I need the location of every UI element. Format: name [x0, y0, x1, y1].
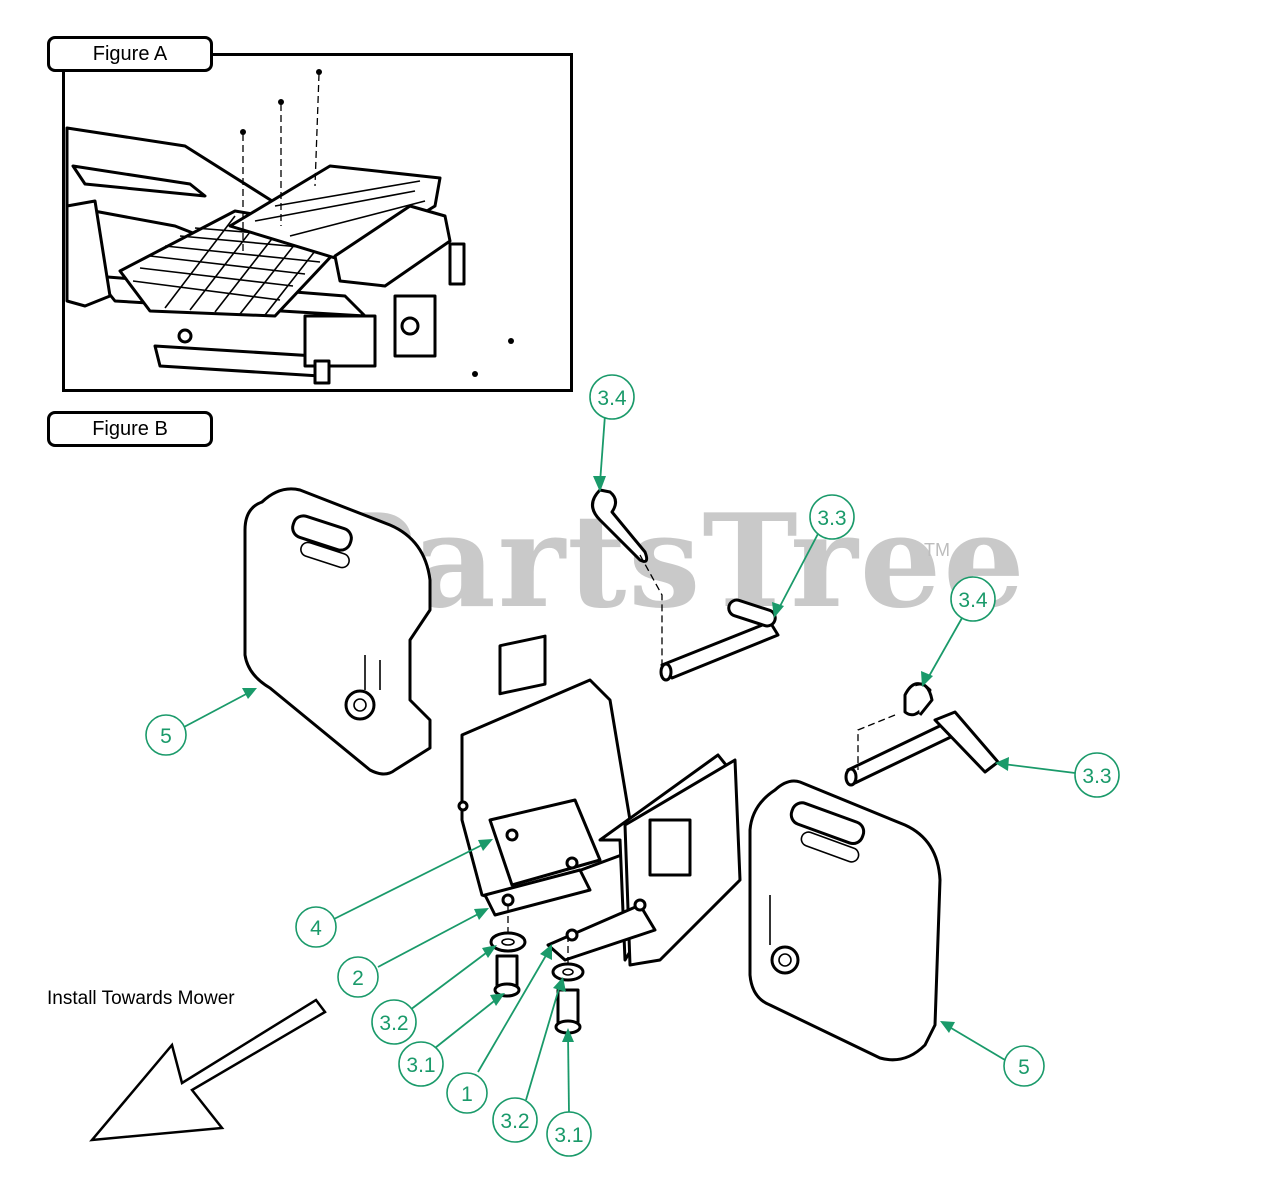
watermark-trademark: TM — [924, 540, 950, 560]
callout-label: 1 — [461, 1083, 473, 1106]
bolt-stack-right — [551, 935, 585, 1035]
callout-3-2-right[interactable]: 3.2 — [492, 1097, 538, 1143]
callout-label: 4 — [310, 917, 322, 940]
callout-5-right[interactable]: 5 — [1003, 1045, 1045, 1087]
callout-3-2-left[interactable]: 3.2 — [371, 999, 417, 1045]
callout-label: 3.3 — [817, 507, 846, 530]
callout-3-4-top[interactable]: 3.4 — [589, 374, 635, 420]
callout-5-left[interactable]: 5 — [145, 714, 187, 756]
figure-a-frame — [62, 53, 573, 392]
callout-2[interactable]: 2 — [337, 956, 379, 998]
pin-top — [591, 488, 780, 682]
callout-bubbles[interactable]: 3.4 3.3 3.4 3.3 5 5 — [145, 374, 1120, 1157]
callout-label: 3.4 — [597, 387, 627, 410]
figure-b-label: Figure B — [47, 411, 213, 447]
callout-label: 3.2 — [500, 1110, 529, 1133]
direction-arrow-icon — [89, 998, 327, 1142]
callout-label: 5 — [1018, 1056, 1030, 1079]
callout-1[interactable]: 1 — [446, 1072, 488, 1114]
callout-label: 5 — [160, 725, 172, 748]
callout-label: 2 — [352, 967, 364, 990]
callout-label: 3.3 — [1082, 765, 1111, 788]
callout-label: 3.2 — [379, 1012, 408, 1035]
hitch-bracket — [457, 634, 742, 967]
callout-label: 3.1 — [554, 1124, 583, 1147]
callout-3-3-right[interactable]: 3.3 — [1074, 752, 1120, 798]
watermark-logo: PartsTree — [318, 487, 1027, 637]
callout-3-4-right[interactable]: 3.4 — [950, 576, 996, 622]
callout-4[interactable]: 4 — [295, 906, 337, 948]
weight-left — [243, 487, 432, 776]
tractor-frame — [65, 69, 514, 385]
pin-right — [844, 682, 1000, 787]
figure-a-drawing — [65, 69, 514, 385]
callout-3-3-top[interactable]: 3.3 — [809, 494, 855, 540]
figure-a-label: Figure A — [47, 36, 213, 72]
callout-label: 3.1 — [406, 1054, 435, 1077]
callout-3-1-right[interactable]: 3.1 — [546, 1111, 592, 1157]
bolt-stack-left — [489, 905, 527, 998]
callout-leaders — [183, 414, 1076, 1114]
callout-label: 3.4 — [958, 589, 988, 612]
callout-3-1-left[interactable]: 3.1 — [398, 1041, 444, 1087]
install-direction-note: Install Towards Mower — [47, 988, 235, 1009]
weight-right — [748, 779, 942, 1062]
